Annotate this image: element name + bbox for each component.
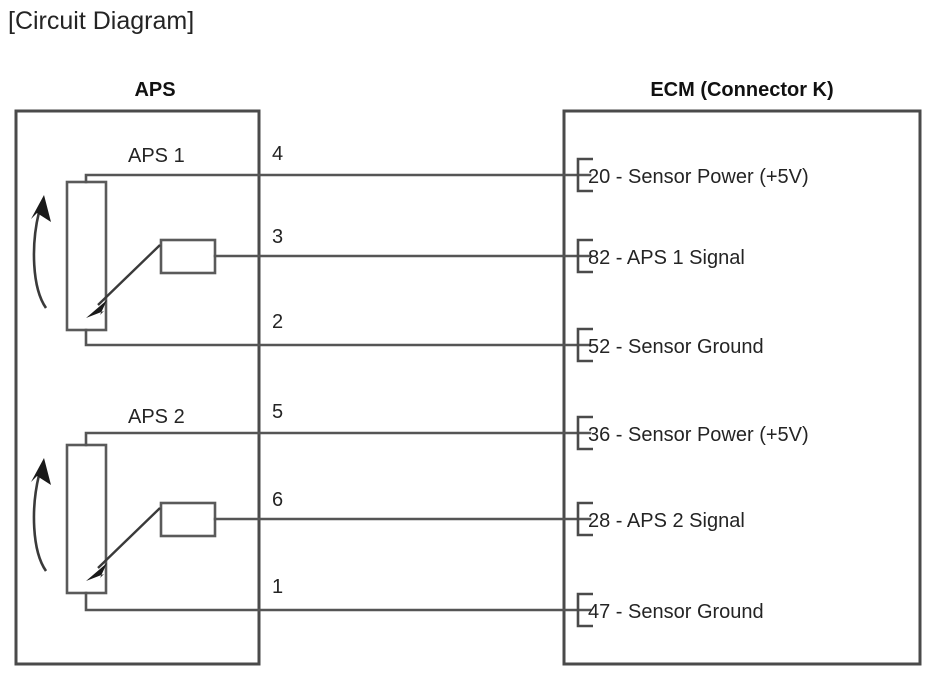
ecm-terminal-bracket-28 xyxy=(576,501,593,537)
aps2-rotation-arc xyxy=(32,474,48,572)
ecm-pin-label-36: 36 - Sensor Power (+5V) xyxy=(588,424,809,446)
aps2-wiper-arrowhead xyxy=(86,563,107,581)
ecm-terminal-82: 82 - APS 1 Signal xyxy=(576,238,745,274)
aps1-rotation-arrowhead xyxy=(31,195,51,222)
aps2-pin-number-6: 6 xyxy=(272,489,283,511)
ecm-pin-label-28: 28 - APS 2 Signal xyxy=(588,510,745,532)
aps2-wiper-box xyxy=(159,501,217,538)
aps1-rotation-arc xyxy=(32,211,48,309)
ecm-terminal-bracket-82 xyxy=(576,238,593,274)
aps1-pin-number-4: 4 xyxy=(272,143,283,165)
ecm-pin-label-82: 82 - APS 1 Signal xyxy=(588,247,745,269)
aps1-ground-lead xyxy=(84,328,261,347)
ecm-module-box xyxy=(562,109,922,666)
aps2-power-lead xyxy=(84,431,261,447)
aps1-pin-number-3: 3 xyxy=(272,226,283,248)
aps2-rotation-arrowhead xyxy=(31,458,51,485)
ecm-header: ECM (Connector K) xyxy=(650,79,833,101)
aps1-group: APS 1 4 3 2 xyxy=(31,143,283,347)
ecm-terminal-20: 20 - Sensor Power (+5V) xyxy=(576,157,809,193)
aps1-power-lead xyxy=(84,173,261,184)
aps2-ground-lead xyxy=(84,591,261,612)
aps1-wiper-box xyxy=(159,238,217,275)
aps1-pin-number-2: 2 xyxy=(272,311,283,333)
aps2-pin-number-5: 5 xyxy=(272,401,283,423)
ecm-terminal-52: 52 - Sensor Ground xyxy=(576,327,764,363)
ecm-pin-label-52: 52 - Sensor Ground xyxy=(588,336,764,358)
ecm-terminal-bracket-47 xyxy=(576,592,593,628)
ecm-terminal-36: 36 - Sensor Power (+5V) xyxy=(576,415,809,451)
aps1-label: APS 1 xyxy=(128,145,185,167)
ecm-terminal-bracket-52 xyxy=(576,327,593,363)
wiring-harness xyxy=(257,173,592,612)
aps-module-box xyxy=(14,109,261,666)
aps2-pin-number-1: 1 xyxy=(272,576,283,598)
aps-header: APS xyxy=(134,79,175,101)
aps2-wiper-arm xyxy=(97,507,161,569)
aps1-wiper-arm xyxy=(97,244,161,306)
aps2-label: APS 2 xyxy=(128,406,185,428)
ecm-pin-label-47: 47 - Sensor Ground xyxy=(588,601,764,623)
ecm-terminal-bracket-20 xyxy=(576,157,593,193)
ecm-terminal-bracket-36 xyxy=(576,415,593,451)
aps1-wiper-arrowhead xyxy=(86,300,107,318)
ecm-terminal-28: 28 - APS 2 Signal xyxy=(576,501,745,537)
aps2-group: APS 2 5 6 1 xyxy=(31,401,283,612)
ecm-terminal-47: 47 - Sensor Ground xyxy=(576,592,764,628)
ecm-pin-label-20: 20 - Sensor Power (+5V) xyxy=(588,166,809,188)
page-title: [Circuit Diagram] xyxy=(8,7,194,35)
